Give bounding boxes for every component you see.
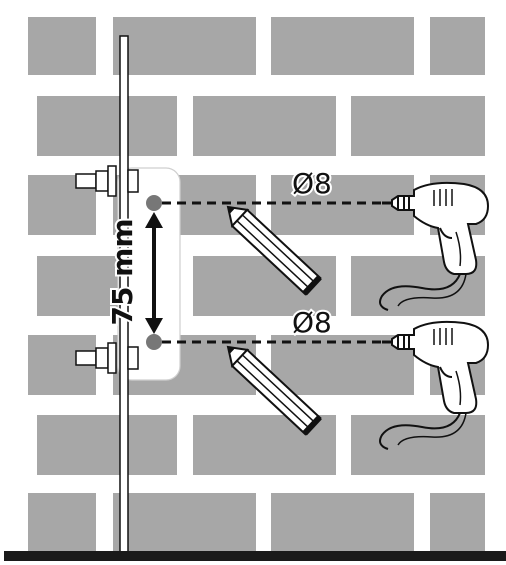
bottom-hole-diameter-label: Ø8 — [292, 306, 332, 339]
top-bolt-icon — [75, 165, 139, 197]
brick-wall — [28, 17, 485, 551]
bottom-hole-marker — [146, 334, 162, 350]
floor-line — [4, 551, 506, 561]
top-hole-marker — [146, 195, 162, 211]
bottom-bolt-icon — [75, 342, 139, 374]
top-hole-diameter-label: Ø8 — [292, 167, 332, 200]
spacing-dimension-arrow — [145, 212, 163, 334]
mounting-plate — [117, 167, 181, 381]
spacing-label: 75 mm — [106, 218, 139, 325]
